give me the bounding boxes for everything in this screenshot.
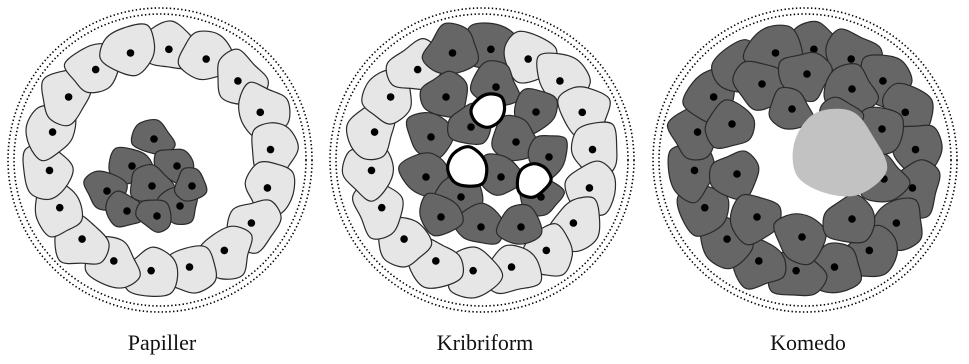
nucleus bbox=[508, 263, 516, 271]
nucleus bbox=[400, 235, 408, 243]
nucleus bbox=[153, 212, 161, 220]
nucleus bbox=[469, 267, 477, 275]
nucleus bbox=[442, 93, 450, 101]
cribriform-lumen bbox=[448, 147, 487, 187]
komedo-caption: Komedo bbox=[658, 330, 958, 356]
nucleus bbox=[150, 135, 158, 143]
nucleus bbox=[723, 235, 731, 243]
nucleus bbox=[188, 182, 196, 190]
nucleus bbox=[221, 247, 229, 255]
nucleus bbox=[457, 193, 465, 201]
nucleus bbox=[202, 55, 210, 63]
nucleus bbox=[586, 184, 594, 192]
nucleus bbox=[753, 213, 761, 221]
nucleus bbox=[512, 138, 520, 146]
nucleus bbox=[78, 235, 86, 243]
nucleus bbox=[173, 162, 181, 170]
kribriform-caption: Kribriform bbox=[335, 330, 635, 356]
nucleus bbox=[878, 125, 886, 133]
nucleus bbox=[694, 128, 702, 136]
nucleus bbox=[758, 80, 766, 88]
nucleus bbox=[127, 49, 135, 57]
nucleus bbox=[56, 204, 64, 212]
nucleus bbox=[728, 120, 736, 128]
nucleus bbox=[532, 108, 540, 116]
nucleus bbox=[176, 202, 184, 210]
nucleus bbox=[422, 173, 430, 181]
nucleus bbox=[432, 257, 440, 265]
nucleus bbox=[65, 93, 73, 101]
nucleus bbox=[543, 247, 551, 255]
nucleus bbox=[879, 77, 887, 85]
nucleus bbox=[866, 247, 874, 255]
nucleus bbox=[234, 77, 242, 85]
nucleus bbox=[803, 70, 811, 78]
nucleus bbox=[848, 215, 856, 223]
nucleus bbox=[492, 83, 500, 91]
nucleus bbox=[371, 128, 379, 136]
nucleus bbox=[772, 49, 780, 57]
nucleus bbox=[848, 85, 856, 93]
nucleus bbox=[46, 167, 54, 175]
nucleus bbox=[710, 93, 718, 101]
nucleus bbox=[387, 93, 395, 101]
nucleus bbox=[497, 173, 505, 181]
nucleus bbox=[517, 223, 525, 231]
nucleus bbox=[248, 219, 256, 227]
nucleus bbox=[901, 109, 909, 117]
nucleus bbox=[368, 167, 376, 175]
komedo-duct bbox=[653, 8, 957, 312]
nucleus bbox=[477, 223, 485, 231]
nucleus bbox=[186, 263, 194, 271]
nucleus bbox=[792, 267, 800, 275]
nucleus bbox=[524, 55, 532, 63]
nucleus bbox=[148, 182, 156, 190]
nucleus bbox=[92, 66, 100, 74]
nucleus bbox=[755, 257, 763, 265]
nucleus bbox=[165, 46, 173, 54]
nucleus bbox=[691, 167, 699, 175]
cribriform-lumen bbox=[471, 94, 505, 127]
nucleus bbox=[256, 109, 264, 117]
nucleus bbox=[378, 204, 386, 212]
papiller-caption: Papiller bbox=[12, 330, 312, 356]
nucleus bbox=[589, 146, 597, 154]
nucleus bbox=[437, 213, 445, 221]
nucleus bbox=[147, 267, 155, 275]
nucleus bbox=[267, 146, 275, 154]
nucleus bbox=[449, 49, 457, 57]
nucleus bbox=[788, 105, 796, 113]
nucleus bbox=[556, 77, 564, 85]
nucleus bbox=[701, 204, 709, 212]
nucleus bbox=[912, 146, 920, 154]
nucleus bbox=[467, 123, 475, 131]
nucleus bbox=[414, 66, 422, 74]
nucleus bbox=[570, 219, 578, 227]
nucleus bbox=[264, 184, 272, 192]
nucleus bbox=[893, 219, 901, 227]
nucleus bbox=[847, 55, 855, 63]
nucleus bbox=[831, 263, 839, 271]
kribriform-duct bbox=[330, 8, 634, 312]
nucleus bbox=[487, 46, 495, 54]
nucleus bbox=[733, 170, 741, 178]
nucleus bbox=[128, 162, 136, 170]
nucleus bbox=[123, 207, 131, 215]
nucleus bbox=[110, 257, 118, 265]
nucleus bbox=[545, 153, 553, 161]
nucleus bbox=[798, 233, 806, 241]
papiller-duct bbox=[8, 8, 312, 312]
nucleus bbox=[103, 187, 111, 195]
nucleus bbox=[49, 128, 57, 136]
nucleus bbox=[427, 133, 435, 141]
nucleus bbox=[578, 109, 586, 117]
